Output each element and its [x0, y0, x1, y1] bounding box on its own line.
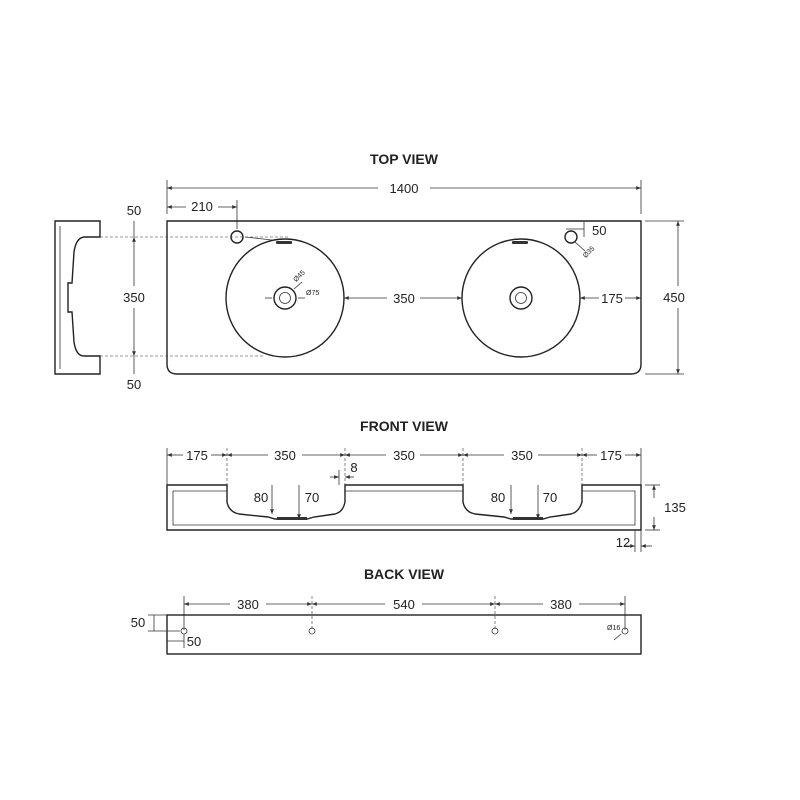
basin-gap-dimension: 350	[344, 291, 462, 306]
overall-width-label: 1400	[390, 181, 419, 196]
right-overflow-slot	[512, 241, 528, 244]
back-span-right-label: 380	[550, 597, 572, 612]
left-basin-bowl	[225, 238, 345, 358]
front-dimension-chain: 175 350 350 350 175	[167, 448, 641, 463]
right-waste-inner	[515, 292, 527, 304]
back-hole-height-dimension: 50	[131, 614, 180, 632]
back-span-dimensions: 380 540 380	[184, 597, 625, 612]
tap-offset-dimension: 210	[167, 199, 238, 229]
front-left-margin-label: 175	[186, 448, 208, 463]
front-height-dimension: 135	[645, 484, 686, 531]
back-view-outline	[166, 614, 642, 655]
side-section: 50 350 50	[54, 203, 290, 392]
back-hole-2	[308, 627, 316, 635]
right-waste-outlet	[509, 286, 533, 310]
side-section-outline	[54, 220, 101, 375]
front-lip-dimension: 12	[616, 530, 652, 552]
left-overflow-diameter: Ø45	[292, 269, 306, 283]
front-view-outline	[166, 484, 642, 531]
left-basin: Ø75 Ø45	[225, 238, 345, 358]
depth-dimension: 450	[645, 220, 685, 375]
back-view: BACK VIEW 380 540 380 Ø16	[131, 566, 642, 655]
back-hole-3	[491, 627, 499, 635]
side-inner-depth-dimension: 350	[123, 237, 145, 356]
back-hole-diameter: Ø16	[607, 625, 620, 632]
basin-gap-label: 350	[393, 291, 415, 306]
front-right-margin-label: 175	[600, 448, 622, 463]
left-overflow-slot	[276, 241, 292, 244]
front-right-waste	[513, 517, 543, 520]
back-span-middle-label: 540	[393, 597, 415, 612]
vanity-top-outline	[166, 220, 642, 375]
back-hole-offset-dimension: 50	[167, 634, 201, 649]
front-small-gap-dimension: 8	[330, 460, 358, 485]
front-left-waste	[277, 517, 307, 520]
basin-side-dimension: 175	[580, 291, 641, 306]
overall-width-dimension: 1400	[166, 180, 642, 214]
top-view: TOP VIEW 1400 210 Ø75 Ø4	[166, 151, 685, 375]
front-view: FRONT VIEW 175 350 350 350 175	[166, 418, 686, 552]
back-span-left-label: 380	[237, 597, 259, 612]
left-waste-diameter: Ø75	[306, 290, 319, 297]
back-hole-4	[621, 627, 629, 635]
side-inner-depth-label: 350	[123, 290, 145, 305]
front-left-waste-depth-label: 70	[305, 490, 319, 505]
front-view-title: FRONT VIEW	[360, 418, 449, 434]
tap-offset-label: 210	[191, 199, 213, 214]
front-right-basin-depth-label: 80	[491, 490, 505, 505]
front-basin-left-label: 350	[274, 448, 296, 463]
tap-hole-diameter: Ø35	[582, 245, 596, 259]
back-hole-height-label: 50	[131, 615, 145, 630]
front-basin-right-label: 350	[511, 448, 533, 463]
left-waste-inner	[279, 292, 291, 304]
front-right-depth-dimensions: 80 70	[491, 485, 557, 519]
basin-side-label: 175	[601, 291, 623, 306]
depth-label: 450	[663, 290, 685, 305]
right-basin-bowl	[461, 238, 581, 358]
front-height-label: 135	[664, 500, 686, 515]
tap-back-label: 50	[592, 223, 606, 238]
front-small-gap-label: 8	[350, 460, 357, 475]
front-right-waste-depth-label: 70	[543, 490, 557, 505]
back-hole-offset-label: 50	[187, 634, 201, 649]
tap-back-dimension: 50	[566, 221, 606, 238]
left-waste-outlet	[273, 286, 297, 310]
top-view-title: TOP VIEW	[370, 151, 439, 167]
front-left-depth-dimensions: 80 70	[254, 485, 319, 519]
side-top-margin-label: 50	[127, 203, 141, 218]
front-lip-label: 12	[616, 535, 630, 550]
right-tap-hole	[564, 230, 578, 244]
front-left-basin-depth-label: 80	[254, 490, 268, 505]
front-centre-gap-label: 350	[393, 448, 415, 463]
back-view-title: BACK VIEW	[364, 566, 445, 582]
side-bottom-margin-label: 50	[127, 377, 141, 392]
right-basin	[461, 238, 581, 358]
